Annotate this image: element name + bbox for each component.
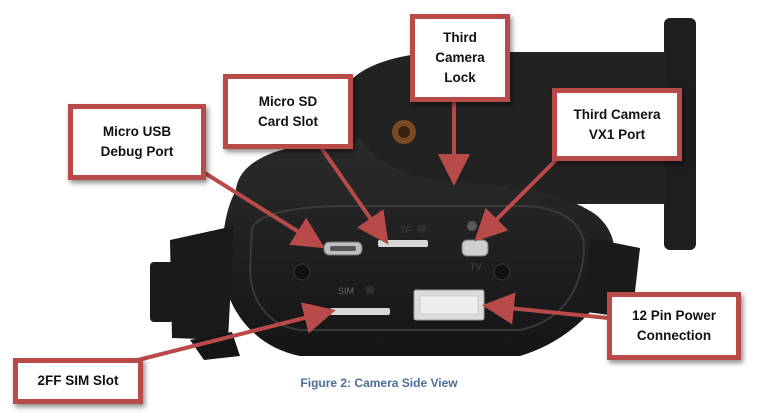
port-mark: TV [470,262,482,272]
micro-sd-slot [378,240,428,247]
arrow-usb [198,168,325,249]
sd-mark: TF [400,225,411,235]
figure-caption: Figure 2: Camera Side View [300,376,458,390]
left-bump [170,226,234,340]
arrow-vx1 [474,156,560,242]
callout-third-camera-lock: Third Camera Lock [410,14,510,102]
callout-micro-usb-debug-port: Micro USB Debug Port [68,104,206,180]
callout-2ff-sim-slot: 2FF SIM Slot [13,358,143,404]
indicator-led [467,221,477,231]
arrow-sd [318,144,389,245]
callout-12-pin-power-connection: 12 Pin Power Connection [607,292,741,360]
callout-third-camera-vx1-port: Third Camera VX1 Port [552,88,682,161]
left-connector [150,262,174,322]
sim-mark: SIM [338,286,354,296]
arrow-power [482,292,610,325]
sim-slot [330,308,390,315]
lock-hole-inner [398,126,410,138]
arrow-sim [128,302,336,364]
port-panel [248,205,586,331]
screw-right [493,263,511,281]
callout-arrows [128,100,610,364]
callout-micro-sd-card-slot: Micro SD Card Slot [223,74,353,149]
screw-left [293,263,311,281]
vx1-port [461,239,489,257]
